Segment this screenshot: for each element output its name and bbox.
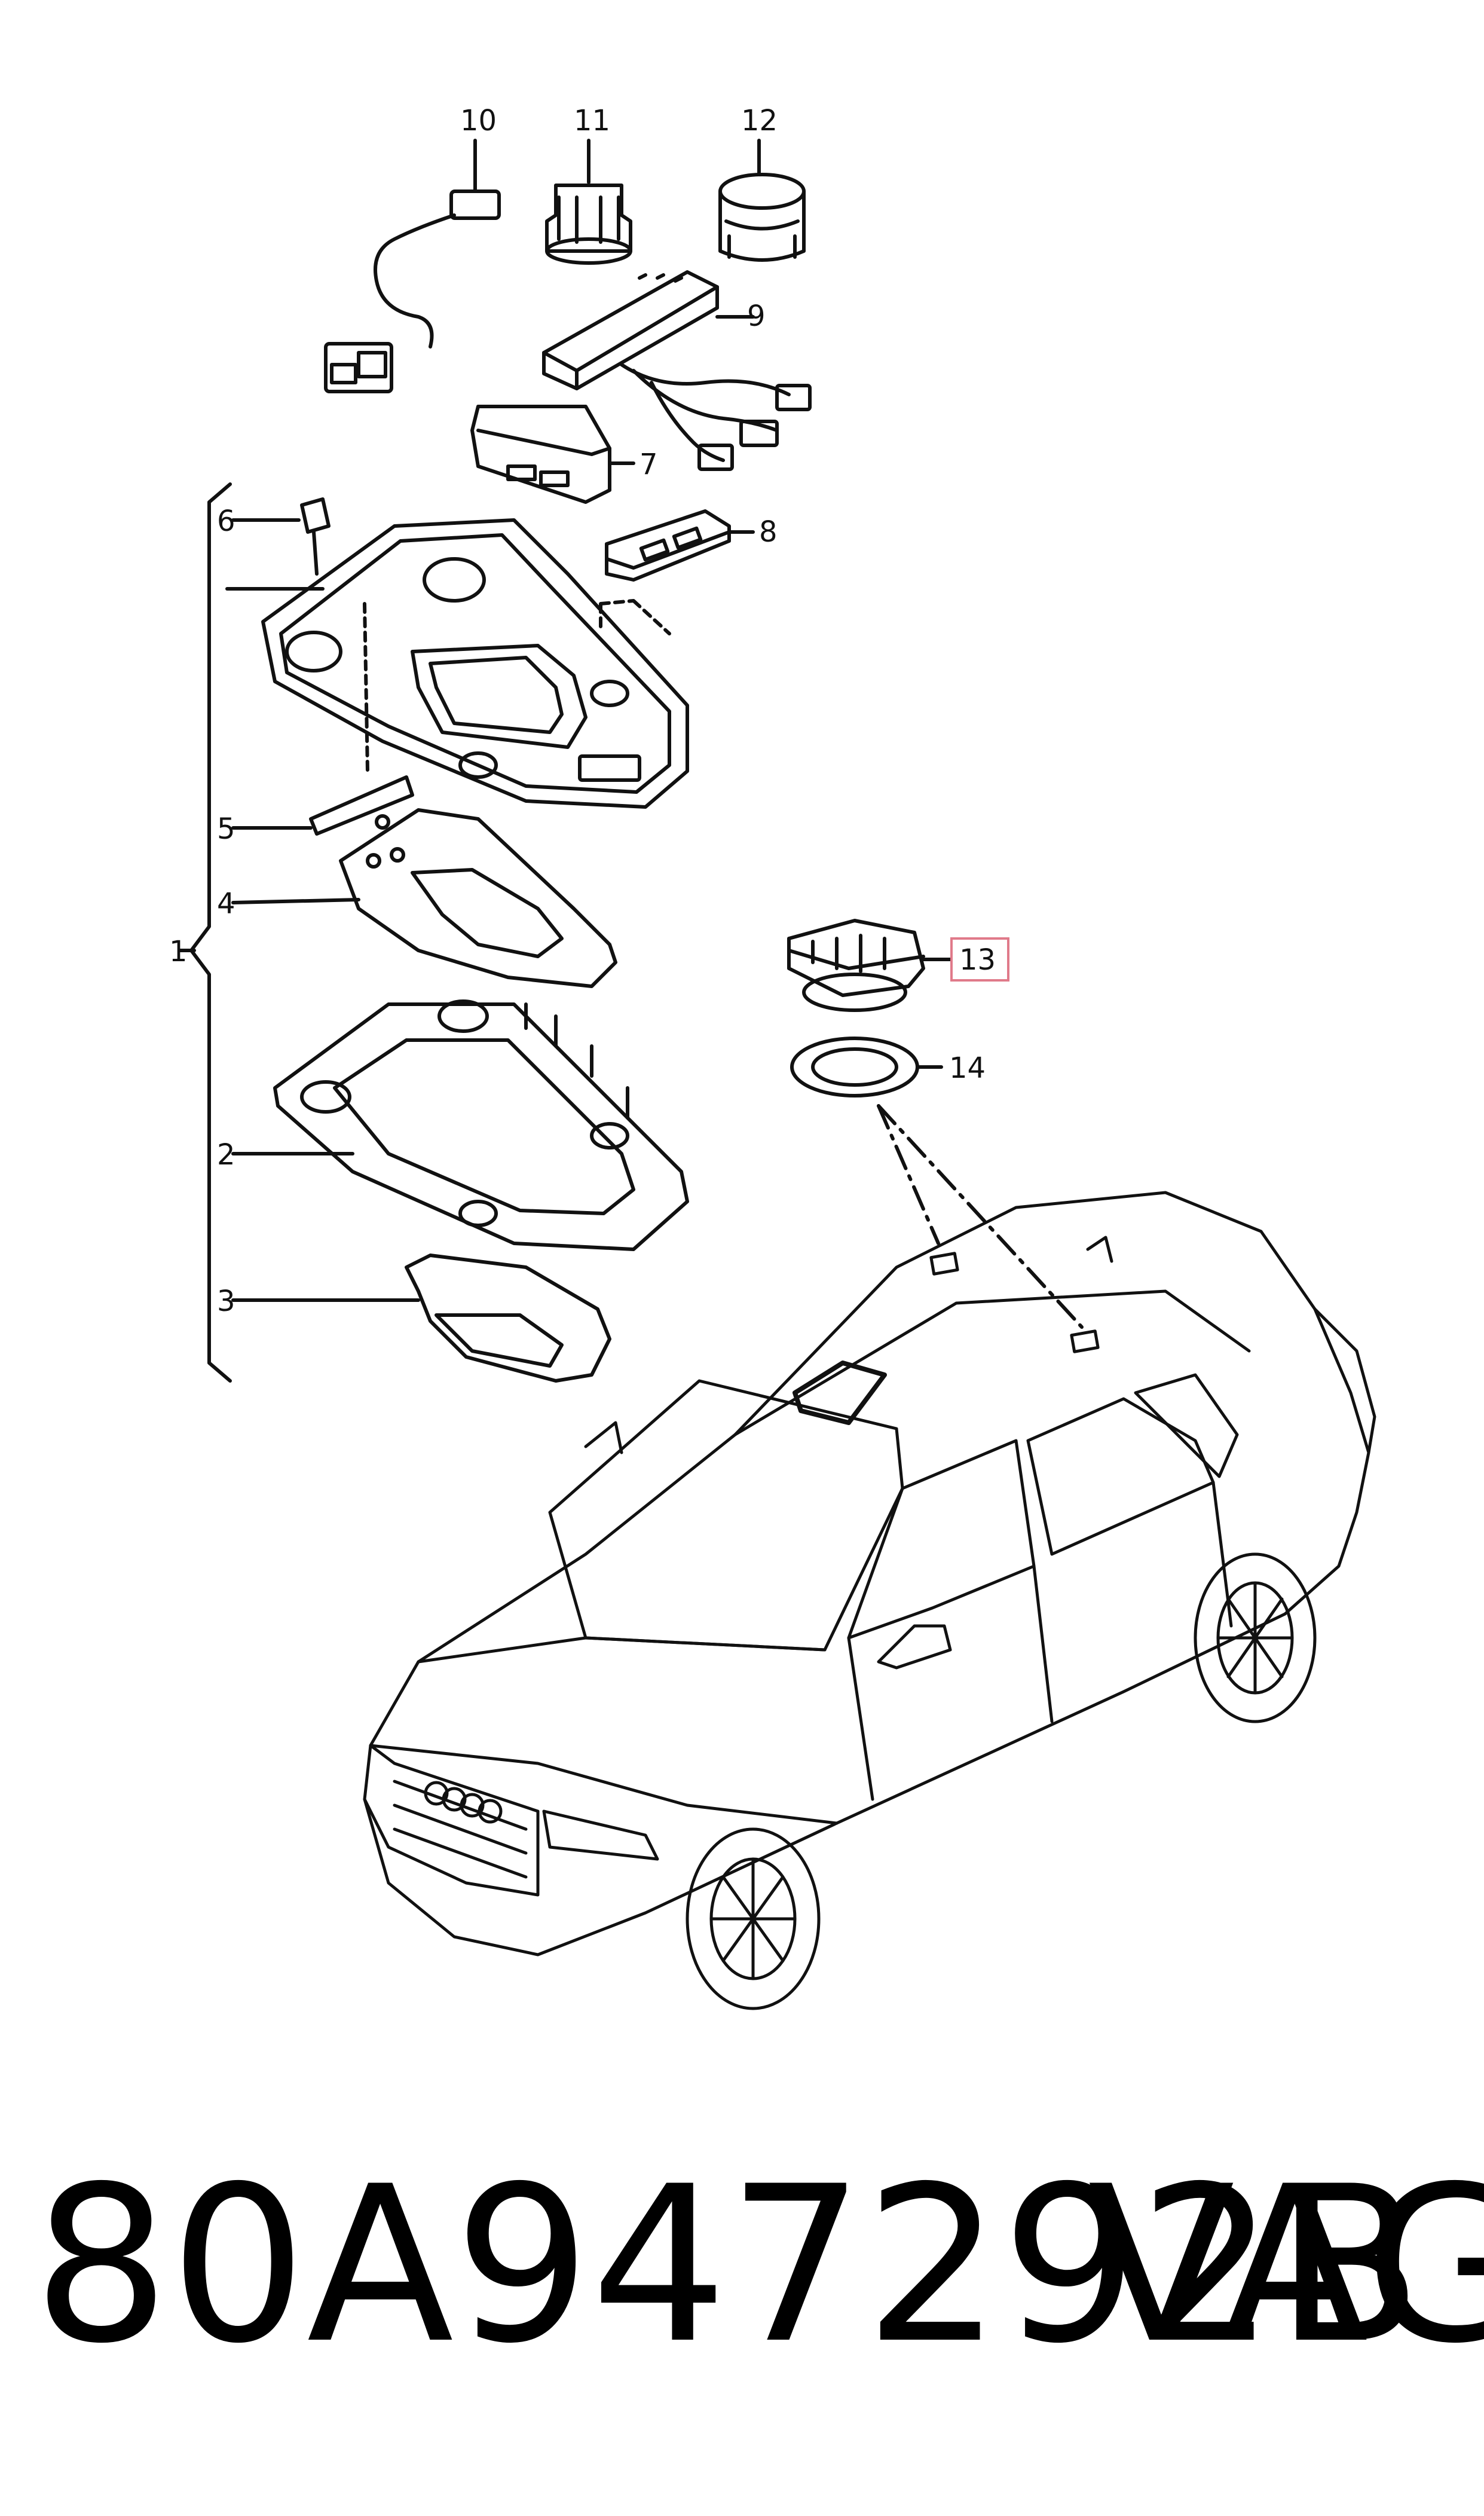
- installation-leader-lines: [877, 1104, 1084, 1329]
- part-11-lamp-socket: [545, 139, 632, 265]
- callout-13: 13: [959, 943, 996, 977]
- callout-11: 11: [574, 104, 610, 137]
- callout-6: 6: [217, 505, 235, 538]
- part-5-trim-strip: [231, 775, 414, 836]
- highlight-box-13: [950, 937, 1009, 982]
- callout-2: 2: [217, 1138, 235, 1172]
- exploded-view-drawing: 10 11 12 9 7 8 6 5 4 1 2 3 13 14: [169, 104, 1376, 2010]
- part-number: 80A947292B: [33, 2140, 1423, 2390]
- part-14-ring-seal: [790, 1037, 943, 1097]
- part-7-switch-module: [470, 405, 635, 504]
- callout-labels: 10 11 12 9 7 8 6 5 4 1 2 3 13 14: [169, 104, 996, 1318]
- callout-14: 14: [949, 1051, 986, 1085]
- callout-10: 10: [460, 104, 497, 137]
- callout-9: 9: [747, 299, 766, 333]
- part-2-console-frame: [231, 999, 689, 1251]
- part-12-round-lamp: [718, 139, 806, 262]
- callout-4: 4: [217, 887, 235, 921]
- callout-3: 3: [217, 1285, 235, 1318]
- callout-1: 1: [169, 935, 188, 968]
- part-4-cover-panel: [231, 808, 617, 988]
- part-3-grab-handle: [231, 1254, 611, 1383]
- part-6-clip: [231, 497, 331, 576]
- part-9-control-unit: [542, 270, 812, 471]
- part-10-cable-harness: [324, 139, 501, 393]
- callout-12: 12: [741, 104, 778, 137]
- part-13-sensor-module: [787, 919, 952, 1012]
- callout-7: 7: [640, 448, 658, 481]
- overhead-console-assembly: [225, 518, 689, 809]
- brand-name: VAG: [1088, 2140, 1484, 2390]
- callout-5: 5: [217, 812, 235, 846]
- vehicle-outline: [363, 1191, 1376, 2010]
- part-8-switch-panel: [599, 509, 755, 635]
- callout-8: 8: [759, 515, 778, 549]
- assembly-bracket-1: [178, 482, 232, 1383]
